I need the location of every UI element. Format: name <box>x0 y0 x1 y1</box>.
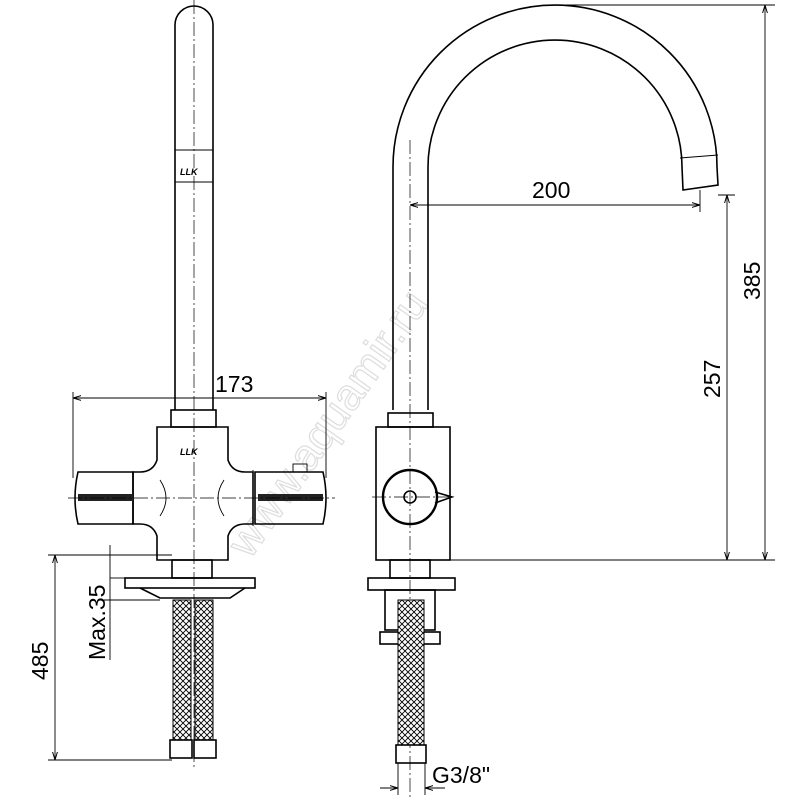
right-handle <box>254 471 327 525</box>
dim-hose-length: 485 <box>27 642 53 680</box>
body-logo: LLK <box>180 447 199 457</box>
dim-thread: G3/8" <box>432 762 490 788</box>
front-body <box>132 426 254 561</box>
left-handle <box>74 471 134 525</box>
dim-handle-width: 173 <box>215 371 253 397</box>
side-hose <box>397 599 425 746</box>
hose-left <box>172 599 192 741</box>
side-dimensions: 200 257 385 <box>410 4 775 561</box>
front-view: LLK LLK <box>68 0 335 770</box>
side-spout <box>392 4 719 410</box>
hose-right <box>194 599 214 741</box>
dim-max-thickness: Max.35 <box>84 585 110 660</box>
brand-logo: LLK <box>180 167 199 177</box>
front-dimensions: 173 485 Max.35 <box>27 371 327 761</box>
side-base-plate <box>367 577 456 591</box>
side-view: G3/8" <box>367 4 719 800</box>
dim-spout-reach: 200 <box>532 177 570 203</box>
dim-total-height: 385 <box>739 262 765 300</box>
dim-spout-height: 257 <box>699 360 725 398</box>
front-base-plate <box>124 577 256 589</box>
